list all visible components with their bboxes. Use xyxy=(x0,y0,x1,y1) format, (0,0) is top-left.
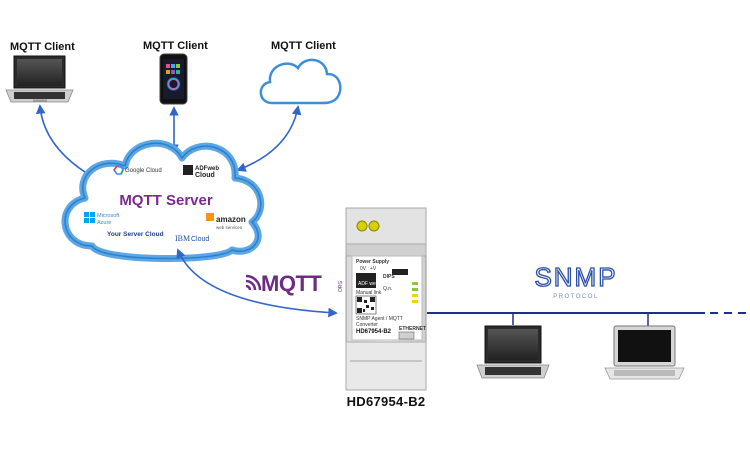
svg-text:ADFweb: ADFweb xyxy=(195,166,219,172)
mqtt-logo-suffix: ORG xyxy=(338,281,344,293)
ibm-cloud-logo: IBM Cloud xyxy=(175,234,209,243)
status-led-4 xyxy=(412,300,418,303)
ethernet-label: ETHERNET xyxy=(399,326,426,332)
cloud-client-icon xyxy=(259,58,342,105)
svg-text:IBM: IBM xyxy=(175,234,190,243)
client-label-cloud: MQTT Client xyxy=(271,40,336,52)
client-label-phone: MQTT Client xyxy=(143,40,208,52)
svg-text:web services: web services xyxy=(216,225,243,230)
status-led-2 xyxy=(412,288,418,291)
snmp-protocol-logo: SNMP PROTOCOL xyxy=(534,261,617,300)
device-brand: ADF web xyxy=(358,281,379,287)
dip-switch-icon xyxy=(392,269,408,275)
voltage-pos-label: +V xyxy=(370,266,377,272)
device-model-label: HD67954-B2 xyxy=(356,329,392,335)
svg-text:Cloud: Cloud xyxy=(191,236,209,243)
google-cloud-label: Google Cloud xyxy=(125,168,162,174)
device-caption: HD67954-B2 xyxy=(347,394,426,409)
laptop-client-icon xyxy=(5,55,74,103)
smartphone-client-icon xyxy=(159,53,188,105)
svg-text:Microsoft: Microsoft xyxy=(97,213,120,219)
power-supply-label: Power Supply xyxy=(356,259,389,265)
svg-text:Azure: Azure xyxy=(97,220,111,226)
status-led-3 xyxy=(412,294,418,297)
google-cloud-logo: Google Cloud xyxy=(113,165,162,175)
snmp-logo-text: SNMP xyxy=(534,262,617,292)
ethernet-port-icon xyxy=(398,331,415,340)
snmp-laptop-icon-1 xyxy=(476,325,550,379)
adfweb-cloud-logo: ADFweb Cloud xyxy=(183,165,219,179)
amazon-web-services-logo: amazon web services xyxy=(206,213,246,230)
server-title: MQTT Server xyxy=(119,192,213,209)
snmp-laptop-icon-2 xyxy=(604,325,685,380)
manual-label: Manual link xyxy=(356,290,382,296)
svg-text:amazon: amazon xyxy=(216,215,246,224)
server-device-arrow xyxy=(176,248,338,318)
your-server-cloud-label: Your Server Cloud xyxy=(107,231,164,238)
qr-code-icon xyxy=(355,295,377,315)
svg-text:Cloud: Cloud xyxy=(195,172,215,179)
microsoft-azure-logo: Microsoft Azure xyxy=(84,212,120,226)
qr-label: Q.n. xyxy=(383,286,392,292)
status-led-1 xyxy=(412,282,418,285)
mqtt-logo-text: MQTT xyxy=(261,271,322,296)
hd67954-b2-device: Power Supply 0V +V DIPS ADF web Q.n. Man… xyxy=(345,207,427,391)
device-description-2: Converter xyxy=(356,322,378,328)
voltage-neg-label: 0V xyxy=(360,266,367,272)
terminal-screw-2 xyxy=(368,220,380,232)
mqtt-org-logo: MQTT ORG xyxy=(245,271,344,296)
snmp-logo-sub: PROTOCOL xyxy=(553,294,599,300)
dips-label: DIPS xyxy=(383,274,395,280)
device-description-1: SNMP Agent / MQTT xyxy=(356,316,403,322)
terminal-screw-1 xyxy=(356,220,368,232)
client-label-laptop: MQTT Client xyxy=(10,41,75,53)
mqtt-server-cloud: Google Cloud ADFweb Cloud MQTT Server Mi… xyxy=(61,139,265,263)
